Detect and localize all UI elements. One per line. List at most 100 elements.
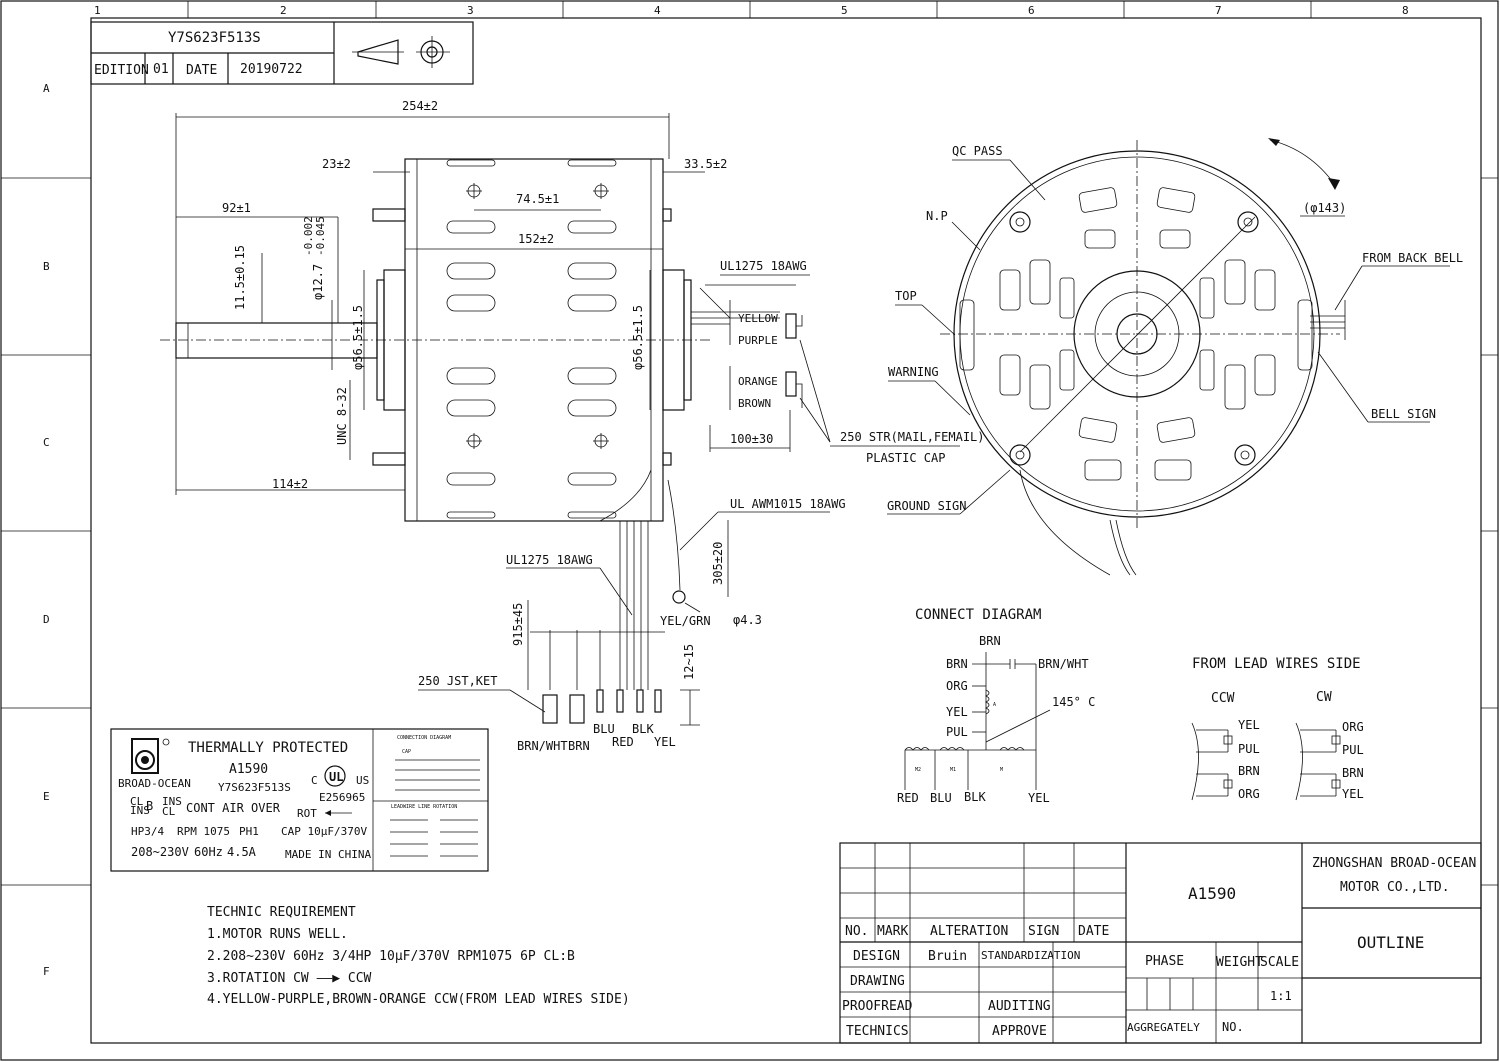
- edition-label: EDITION: [94, 63, 149, 78]
- connect-m2: M2: [915, 767, 921, 773]
- cw-wire-2: PUL: [1342, 743, 1364, 757]
- tb-no2: NO.: [1222, 1020, 1244, 1034]
- plate-cap: CAP 10μF/370V: [281, 825, 367, 838]
- col-4: 4: [654, 4, 661, 17]
- part-number: Y7S623F513S: [168, 30, 261, 46]
- plate-cl: CL: [130, 795, 144, 808]
- tech-item-3: 3.ROTATION CW ——▶ CCW: [207, 971, 372, 986]
- connect-brn-top: BRN: [979, 634, 1001, 648]
- motor-end-view: QC PASS N.P (φ143) FROM BACK BELL TOP WA…: [887, 138, 1463, 576]
- vent-slots: [446, 159, 617, 519]
- tb-approve: APPROVE: [992, 1024, 1047, 1039]
- dim-100: 100±30: [730, 432, 773, 446]
- plate-volt: 208~230V: [131, 845, 189, 859]
- plate-conn-title: CONNECTION DIAGRAM: [397, 735, 451, 741]
- label-dia-143: (φ143): [1303, 201, 1346, 215]
- connect-yel-bottom: YEL: [1028, 791, 1050, 805]
- plate-ul-c: C: [311, 774, 318, 787]
- label-purple: PURPLE: [738, 334, 778, 347]
- tb-outline: OUTLINE: [1357, 933, 1424, 952]
- plate-ins: INS: [130, 804, 150, 817]
- dim-boss-right: φ56.5±1.5: [631, 305, 645, 370]
- lead-wires-bottom: 12~15 915±45 305±20 UL1275 18AWG UL AWM1…: [418, 479, 846, 753]
- dim-23: 23±2: [322, 157, 351, 171]
- plate-brand: BROAD-OCEAN: [118, 777, 191, 790]
- tb-auditing: AUDITING: [988, 999, 1051, 1014]
- label-brn-wht: BRN/WHT: [517, 739, 568, 753]
- connect-brn-wht: BRN/WHT: [1038, 657, 1089, 671]
- label-qc-pass: QC PASS: [952, 144, 1003, 158]
- motor-side-view: [160, 158, 710, 522]
- plate-hp: HP3/4: [131, 825, 164, 838]
- row-a: A: [43, 82, 50, 95]
- edition-value: 01: [153, 62, 169, 77]
- dim-92: 92±1: [222, 201, 251, 215]
- label-top: TOP: [895, 289, 917, 303]
- projection-symbol-icon: [352, 36, 450, 68]
- plate-amp: 4.5A: [227, 845, 257, 859]
- dim-hole: φ4.3: [733, 613, 762, 627]
- lead-title: FROM LEAD WIRES SIDE: [1192, 656, 1361, 672]
- connect-a: A: [993, 702, 996, 708]
- label-ul1275-bottom: UL1275 18AWG: [506, 553, 593, 567]
- tb-phase: PHASE: [1145, 954, 1184, 969]
- tech-item-2: 2.208~230V 60Hz 3/4HP 10μF/370V RPM1075 …: [207, 949, 575, 964]
- connect-blu: BLU: [930, 791, 952, 805]
- plate-leadwire: LEADWIRE LINE ROTATION: [391, 804, 457, 810]
- tech-title: TECHNIC REQUIREMENT: [207, 905, 356, 920]
- dim-152: 152±2: [518, 232, 554, 246]
- tb-scale-value: 1:1: [1270, 989, 1292, 1003]
- plate-thermal: THERMALLY PROTECTED: [188, 740, 348, 756]
- cw-wire-4: YEL: [1342, 787, 1364, 801]
- dim-shaft-dia: φ12.7: [311, 264, 325, 300]
- connect-diagram: CONNECT DIAGRAM BRN BRN BRN/WHT ORG YEL …: [897, 607, 1095, 805]
- col-6: 6: [1028, 4, 1035, 17]
- label-blu: BLU: [593, 722, 615, 736]
- ul-mark-icon: UL: [324, 765, 346, 787]
- lead-wires-side-diagram: FROM LEAD WIRES SIDE CCW CW YEL PUL BRN …: [1191, 656, 1364, 801]
- col-1: 1: [94, 4, 101, 17]
- plate-hz: 60Hz: [194, 845, 223, 859]
- technic-requirement: TECHNIC REQUIREMENT 1.MOTOR RUNS WELL. 2…: [207, 905, 630, 1007]
- side-view-dimensions: 254±2 23±2 33.5±2 74.5±1 152±2 92±1 11.5…: [175, 99, 727, 495]
- plate-model: A1590: [229, 762, 268, 777]
- label-from-back-bell: FROM BACK BELL: [1362, 251, 1463, 265]
- label-plastic-cap: PLASTIC CAP: [866, 451, 945, 465]
- dim-74-5: 74.5±1: [516, 192, 559, 206]
- row-c: C: [43, 436, 50, 449]
- tb-design-name: Bruin: [928, 949, 967, 964]
- tb-model: A1590: [1188, 884, 1236, 903]
- label-jst: 250 JST,KET: [418, 674, 497, 688]
- tb-mark: MARK: [877, 924, 908, 939]
- tb-weight: WEIGHT: [1216, 955, 1263, 970]
- label-plate: BROAD-OCEAN THERMALLY PROTECTED A1590 Y7…: [110, 728, 489, 872]
- plate-part: Y7S623F513S: [218, 781, 291, 794]
- tb-no: NO.: [845, 924, 868, 939]
- svg-text:UL: UL: [329, 770, 343, 784]
- tb-company-2: MOTOR CO.,LTD.: [1340, 880, 1450, 895]
- connect-temp: 145° C: [1052, 695, 1095, 709]
- connect-yel: YEL: [946, 705, 968, 719]
- dim-915: 915±45: [511, 603, 525, 646]
- dim-tol-lower: -0.045: [314, 216, 327, 256]
- row-d: D: [43, 613, 50, 626]
- label-yel-grn: YEL/GRN: [660, 614, 711, 628]
- plate-cap-small: CAP: [402, 749, 411, 755]
- tech-item-1: 1.MOTOR RUNS WELL.: [207, 927, 348, 942]
- connect-m1: M1: [950, 767, 956, 773]
- row-e: E: [43, 790, 50, 803]
- dim-boss-left: φ56.5±1.5: [351, 305, 365, 370]
- label-warning: WARNING: [888, 365, 939, 379]
- label-brown: BROWN: [738, 397, 771, 410]
- col-3: 3: [467, 4, 474, 17]
- dim-33-5: 33.5±2: [684, 157, 727, 171]
- connect-brn: BRN: [946, 657, 968, 671]
- header-box: Y7S623F513S EDITION 01 DATE 20190722: [90, 21, 474, 85]
- connect-pul: PUL: [946, 725, 968, 739]
- date-label: DATE: [186, 63, 217, 78]
- plate-ul-us: US: [356, 774, 369, 787]
- ccw-wire-1: YEL: [1238, 718, 1260, 732]
- tb-drawing: DRAWING: [850, 974, 905, 989]
- plate-ins2: INS: [162, 795, 182, 808]
